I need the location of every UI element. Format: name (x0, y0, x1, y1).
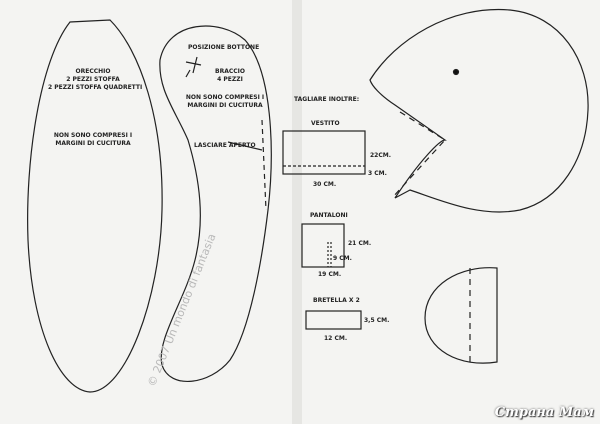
dress-hem: 3 CM. (368, 170, 387, 177)
dress-title: VESTITO (311, 120, 340, 127)
trousers-rectangle (301, 223, 345, 268)
half-circle-piece-outline (424, 267, 498, 364)
trousers-slit-line (327, 242, 332, 267)
button-position-mark (185, 56, 202, 78)
ear-note1: NON SONO COMPRESI I (53, 132, 133, 139)
arm-opening-dashed-line (261, 119, 267, 211)
dress-height: 22CM. (370, 152, 392, 159)
strap-height: 3,5 CM. (364, 317, 390, 324)
extra-heading: TAGLIARE INOLTRE: (294, 96, 360, 103)
arm-note2: MARGINI DI CUCITURA (187, 102, 263, 109)
arm-note: NON SONO COMPRESI I MARGINI DI CUCITURA (185, 94, 265, 110)
ear-note2: MARGINI DI CUCITURA (55, 140, 131, 147)
arm-label: BRACCIO 4 PEZZI (200, 68, 260, 84)
ear-title: ORECCHIO (75, 68, 111, 75)
strap-rectangle (305, 310, 362, 330)
trousers-height: 21 CM. (348, 240, 372, 247)
page-fold (292, 0, 302, 424)
arm-pieces: 4 PEZZI (217, 76, 243, 83)
beak-dashed-line (391, 111, 446, 199)
eye-dot (452, 68, 460, 76)
ear-piece-outline (27, 19, 163, 393)
button-position-label: POSIZIONE BOTTONE (188, 44, 260, 51)
arm-note1: NON SONO COMPRESI I (185, 94, 265, 101)
arm-title: BRACCIO (215, 68, 245, 75)
leave-open-label: LASCIARE APERTO (194, 142, 256, 149)
ear-label: ORECCHIO 2 PEZZI STOFFA 2 PEZZI STOFFA Q… (48, 68, 143, 92)
head-piece-outline (369, 8, 589, 213)
trousers-width: 19 CM. (318, 271, 342, 278)
site-logo: Страна Мам (494, 405, 594, 420)
trousers-slit: 9 CM. (333, 255, 352, 262)
strap-width: 12 CM. (324, 335, 348, 342)
arrow-line (227, 141, 263, 151)
ear-line2: 2 PEZZI STOFFA QUADRETTI (48, 84, 143, 91)
ear-line1: 2 PEZZI STOFFA (66, 76, 120, 83)
arm-piece-outline (159, 25, 272, 382)
dress-rectangle (282, 130, 366, 175)
strap-title: BRETELLA X 2 (313, 297, 360, 304)
dress-width: 30 CM. (313, 181, 337, 188)
trousers-title: PANTALONI (310, 212, 348, 219)
ear-note: NON SONO COMPRESI I MARGINI DI CUCITURA (48, 132, 138, 148)
